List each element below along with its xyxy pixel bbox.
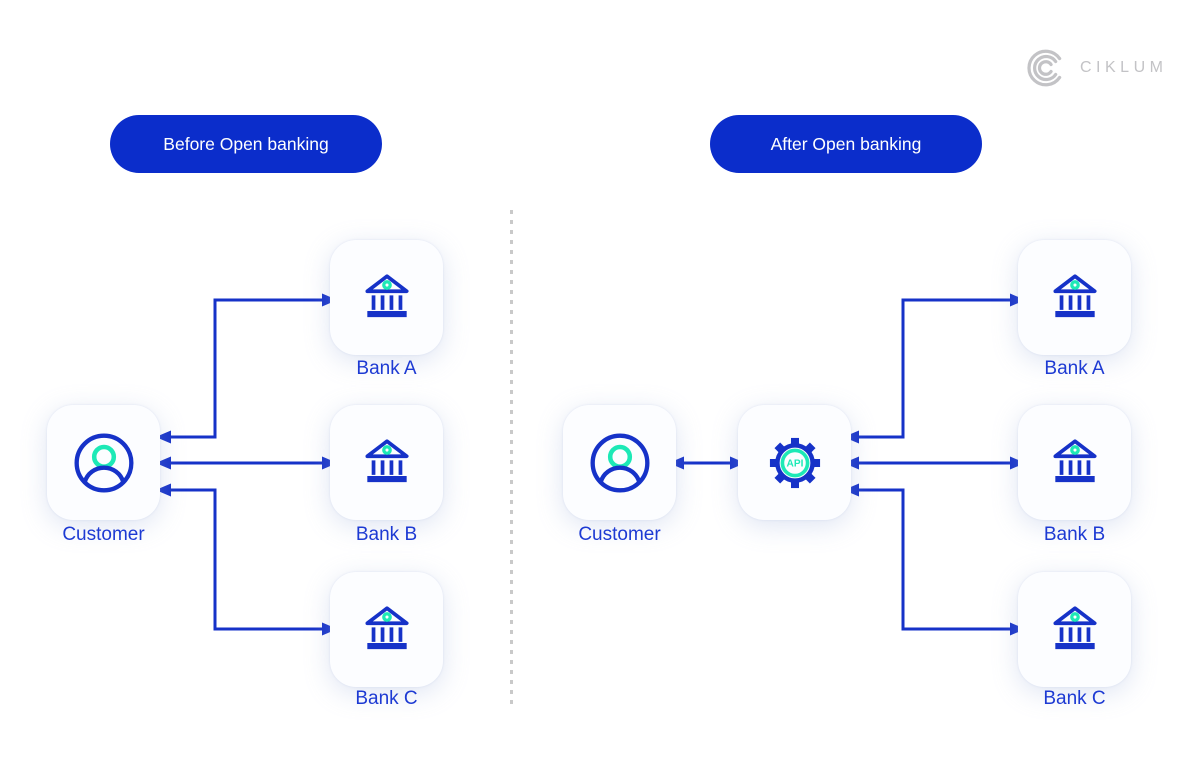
after-bankC-card — [1018, 572, 1131, 687]
ciklum-logo-text: CIKLUM — [1080, 59, 1168, 76]
bank-icon — [1052, 438, 1097, 482]
after-open-banking-button[interactable]: After Open banking — [710, 115, 982, 173]
ciklum-logo-icon — [1027, 49, 1062, 87]
before-bankA-card — [330, 240, 443, 355]
after-customer-label: Customer — [578, 524, 661, 545]
customer-icon — [74, 433, 133, 492]
bank-icon — [364, 273, 409, 317]
before-customer-label: Customer — [62, 524, 145, 545]
ciklum-logo: CIKLUM — [1024, 46, 1167, 90]
after-bankA-card — [1018, 240, 1131, 355]
after-api-card: API — [738, 405, 851, 520]
before-customer-card — [47, 405, 160, 520]
bank-icon — [1052, 273, 1097, 317]
bank-icon — [1052, 605, 1097, 649]
bank-icon — [364, 605, 409, 649]
after-bankB-label: Bank B — [1043, 524, 1106, 545]
after-bankA-label: Bank A — [1044, 358, 1105, 379]
api-label: API — [786, 458, 803, 469]
after-bankC-label: Bank C — [1043, 688, 1106, 709]
before-bankC-label: Bank C — [355, 688, 418, 709]
customer-icon — [590, 433, 649, 492]
before-open-banking-button[interactable]: Before Open banking — [110, 115, 382, 173]
bank-icon — [364, 438, 409, 482]
before-bankB-card — [330, 405, 443, 520]
arrow-before-customer-bankC — [155, 483, 338, 636]
after-bankB-card — [1018, 405, 1131, 520]
before-bankC-card — [330, 572, 443, 687]
api-gear-icon: API — [769, 437, 820, 488]
panel-divider — [510, 210, 513, 710]
before-bankB-label: Bank B — [355, 524, 418, 545]
after-customer-card — [563, 405, 676, 520]
arrow-after-api-bankC — [843, 483, 1026, 636]
before-bankA-label: Bank A — [356, 358, 417, 379]
